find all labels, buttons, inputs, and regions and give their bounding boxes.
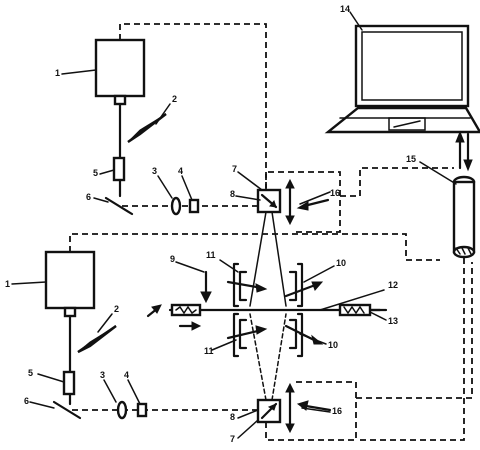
label-7-lower: 7 [230, 434, 235, 444]
label-1-upper: 1 [55, 68, 60, 78]
wedge-upper-fill [127, 113, 167, 143]
label-16-upper: 16 [330, 188, 340, 198]
laser-source-upper [94, 38, 146, 160]
element-4-upper [188, 198, 200, 214]
controller-link-upper [340, 167, 454, 197]
element-4-lower [136, 402, 148, 418]
element-5-lower [62, 370, 76, 396]
label-7-upper: 7 [232, 164, 237, 174]
laptop-touchpad [388, 117, 426, 131]
laptop-keyboard-deck [324, 106, 480, 134]
laser-source-lower [44, 250, 96, 374]
laptop-computer [324, 24, 480, 134]
label-6-lower: 6 [24, 396, 29, 406]
label-11-lower: 11 [204, 346, 214, 356]
label-12: 12 [388, 280, 398, 290]
arrow-16-lower [285, 382, 295, 434]
mirror-lower [52, 400, 82, 420]
arrow-16-upper [285, 178, 295, 226]
laptop-touchpad-shade [393, 120, 421, 128]
laptop-screen-inner [361, 31, 463, 101]
label-5-upper: 5 [93, 168, 98, 178]
label-8-upper: 8 [230, 189, 235, 199]
controller-link-lower [356, 262, 473, 399]
laptop-controller-link [455, 130, 473, 172]
sample-fiber [168, 303, 388, 317]
lens-upper [170, 196, 182, 216]
galvo-module-lower [256, 398, 282, 424]
controller-link-mid [356, 258, 465, 441]
label-3-lower: 3 [100, 370, 105, 380]
label-4-upper: 4 [178, 166, 183, 176]
label-11-upper: 11 [206, 250, 216, 260]
leader-lines [11, 11, 457, 439]
label-2-lower: 2 [114, 304, 119, 314]
label-14: 14 [340, 4, 350, 14]
label-8-lower: 8 [230, 412, 235, 422]
laptop-screen [354, 24, 470, 108]
focused-beams [249, 211, 287, 401]
label-15: 15 [406, 154, 416, 164]
lens-lower [116, 400, 128, 420]
label-2-upper: 2 [172, 94, 177, 104]
signal-laser-upper [119, 23, 267, 190]
label-16-lower: 16 [332, 406, 342, 416]
frame-lower [265, 381, 357, 441]
label-3-upper: 3 [152, 166, 157, 176]
label-6-upper: 6 [86, 192, 91, 202]
mirror-upper [104, 196, 134, 216]
galvo-module-upper [256, 188, 282, 214]
label-5-lower: 5 [28, 368, 33, 378]
signal-laser-lower [69, 233, 440, 261]
label-10-lower: 10 [328, 340, 338, 350]
part-labels: 1 2 3 4 5 6 7 8 9 10 11 12 13 14 15 16 1… [5, 4, 416, 444]
controller-cylinder [452, 175, 476, 259]
gripper-brackets [232, 262, 304, 358]
label-10-upper: 10 [336, 258, 346, 268]
flow-arrows [146, 270, 324, 345]
label-13: 13 [388, 316, 398, 326]
label-9: 9 [170, 254, 175, 264]
label-1-lower: 1 [5, 279, 10, 289]
element-5-upper [112, 156, 126, 182]
label-4-lower: 4 [124, 370, 129, 380]
